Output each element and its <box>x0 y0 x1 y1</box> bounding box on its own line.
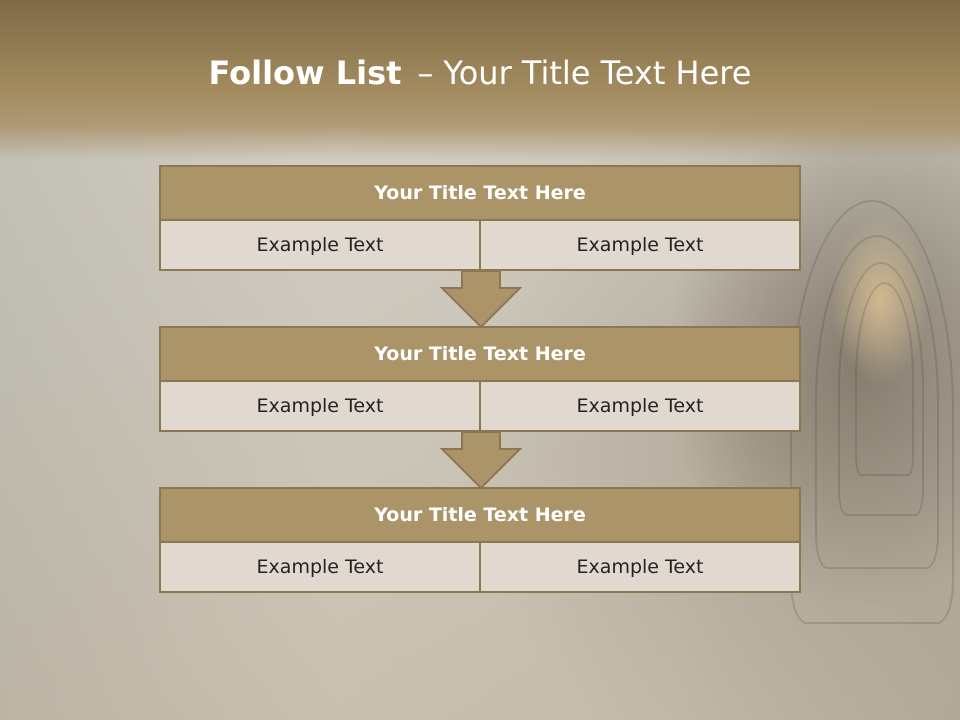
block-row: Example Text Example Text <box>159 543 801 593</box>
block-cell-left: Example Text <box>159 221 481 271</box>
block-row: Example Text Example Text <box>159 382 801 432</box>
page-title-bold: Follow List <box>208 54 402 92</box>
block-cell-left: Example Text <box>159 543 481 593</box>
list-block-1: Your Title Text Here Example Text Exampl… <box>159 165 801 271</box>
title-bar: Follow List–Your Title Text Here <box>0 0 960 160</box>
down-arrow-icon <box>440 431 522 490</box>
block-row: Example Text Example Text <box>159 221 801 271</box>
block-cell-right: Example Text <box>481 221 801 271</box>
block-cell-right: Example Text <box>481 543 801 593</box>
page-title-dash: – <box>417 54 434 92</box>
block-cell-left: Example Text <box>159 382 481 432</box>
block-title: Your Title Text Here <box>159 165 801 221</box>
block-title: Your Title Text Here <box>159 326 801 382</box>
page-title: Follow List–Your Title Text Here <box>0 54 960 92</box>
block-title: Your Title Text Here <box>159 487 801 543</box>
block-cell-right: Example Text <box>481 382 801 432</box>
page-title-rest: Your Title Text Here <box>443 54 752 92</box>
list-block-2: Your Title Text Here Example Text Exampl… <box>159 326 801 432</box>
list-block-3: Your Title Text Here Example Text Exampl… <box>159 487 801 593</box>
down-arrow-icon <box>440 270 522 329</box>
